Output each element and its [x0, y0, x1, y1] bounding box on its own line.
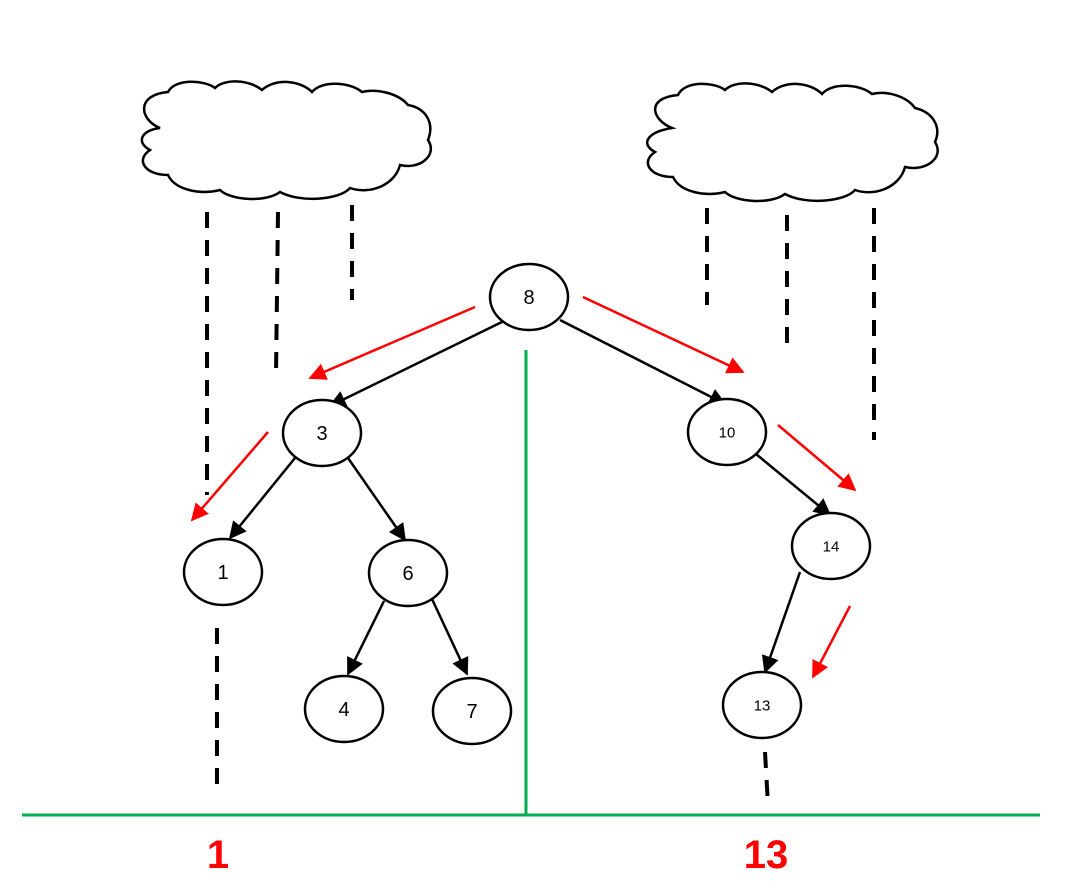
path-arrow-3-1: [190, 431, 269, 522]
node-7: [431, 676, 513, 746]
edge-8-3: [328, 318, 507, 408]
node-7-label: 7: [466, 701, 477, 723]
node-13: [721, 670, 803, 740]
edge-8-10: [559, 318, 727, 406]
edge-10-14: [755, 453, 832, 517]
path-arrow-14-13: [811, 605, 852, 679]
edge-3-1: [228, 457, 296, 540]
path-arrow-10-14: [777, 424, 857, 492]
path-arrow-8-10: [582, 295, 745, 374]
node-8-label: 8: [523, 287, 534, 309]
node-10-label: 10: [719, 425, 736, 442]
left-cloud-icon: [140, 80, 432, 201]
node-4: [303, 674, 385, 744]
right-cloud-icon: [645, 82, 939, 203]
search-path-arrows: [190, 295, 857, 679]
edge-6-4: [346, 600, 386, 676]
node-6: [367, 538, 449, 608]
node-10: [686, 397, 768, 467]
node-3-label: 3: [316, 423, 327, 445]
rain-lines: [205, 205, 876, 806]
node-8: [488, 262, 570, 332]
edge-14-13: [761, 571, 802, 674]
node-1-label: 1: [217, 562, 228, 584]
path-arrow-8-3: [308, 305, 476, 380]
node-4-label: 4: [338, 699, 349, 721]
edge-6-7: [430, 598, 469, 676]
node-14: [790, 511, 872, 581]
edge-3-6: [346, 457, 407, 542]
node-1: [182, 537, 264, 607]
node-6-label: 6: [402, 563, 413, 585]
tree-edges: [228, 318, 832, 676]
right-result-label: 13: [744, 833, 789, 877]
node-3: [281, 398, 363, 468]
tree-nodes: [182, 262, 872, 746]
left-result-label: 1: [207, 833, 229, 877]
node-14-label: 14: [823, 539, 840, 556]
node-13-label: 13: [754, 698, 771, 715]
